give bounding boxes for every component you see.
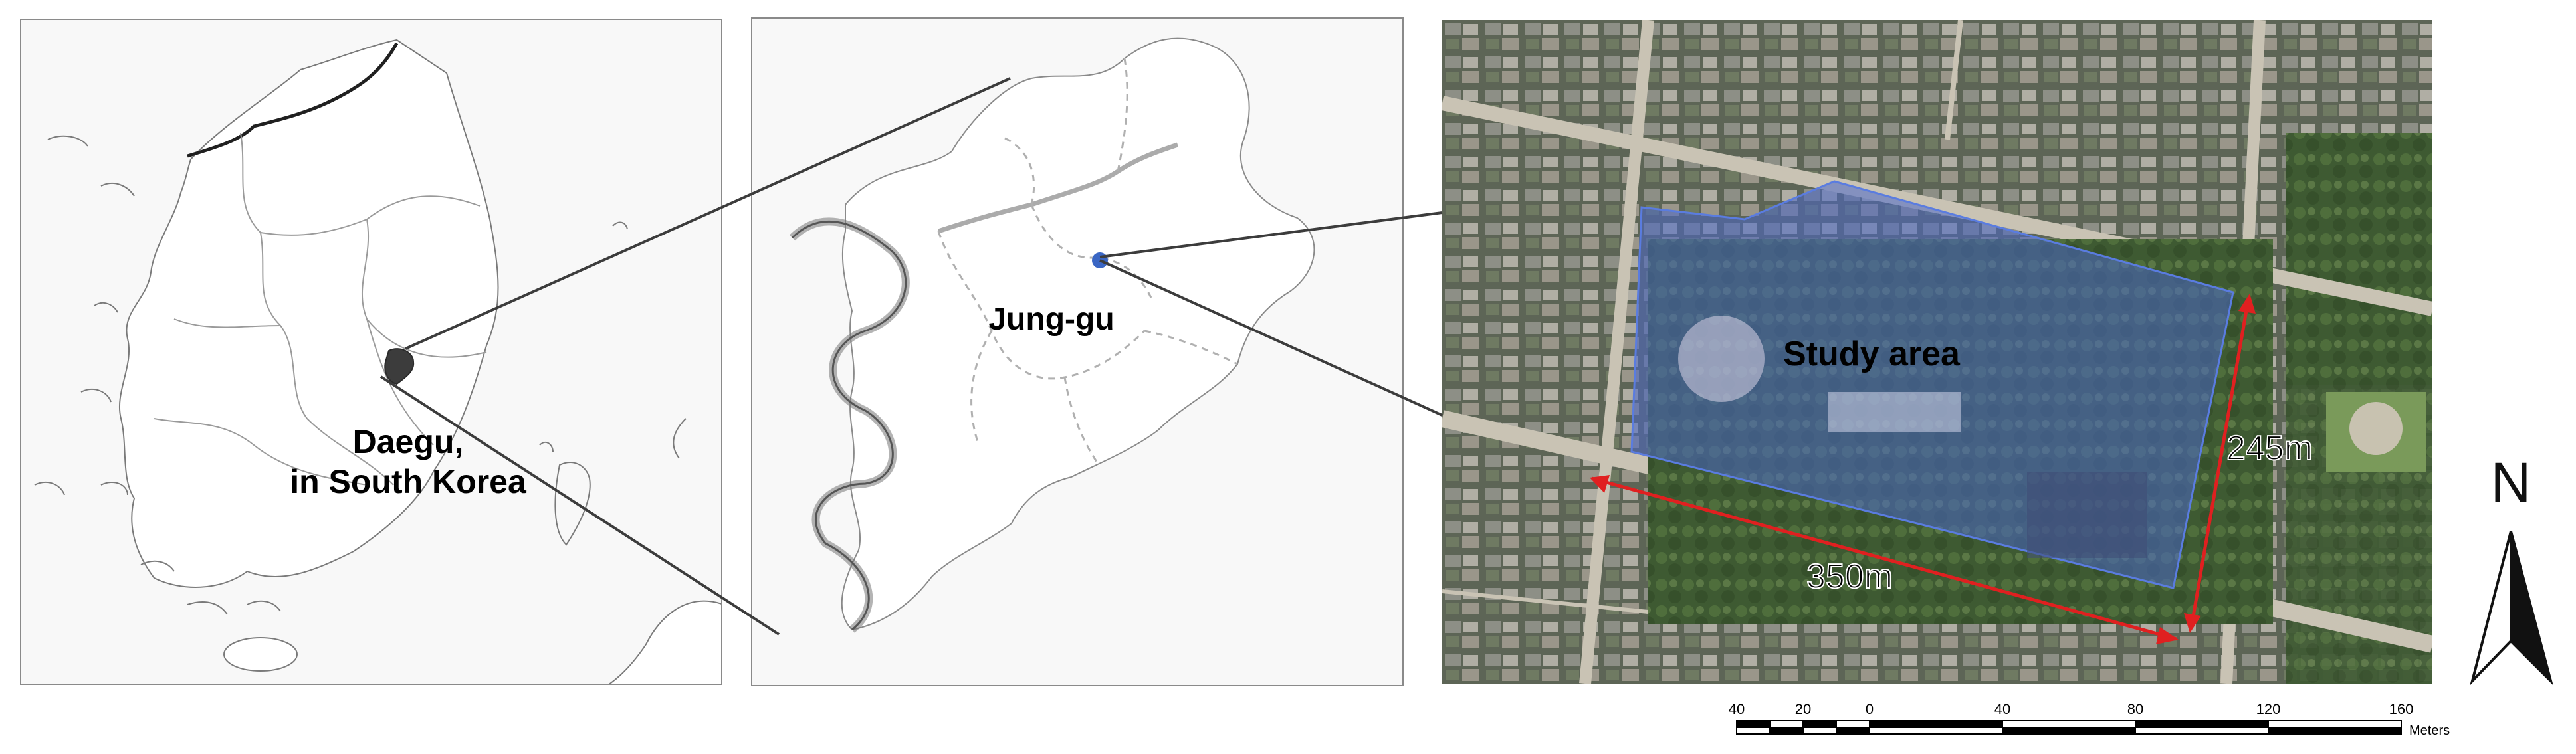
north-arrow-left-half	[2470, 531, 2512, 686]
scale-tick-label: 120	[2256, 701, 2281, 717]
scale-tick-label: 0	[1866, 701, 1874, 717]
korea-label-line2: in South Korea	[290, 463, 527, 500]
jeju-island	[223, 637, 298, 672]
japan-coastline	[609, 600, 721, 684]
north-arrow-label: N	[2491, 451, 2531, 514]
korea-label-line1: Daegu,	[353, 423, 464, 460]
daegu-district-panel: Jung-gu	[751, 17, 1404, 686]
width-dimension-arrow	[1590, 475, 2179, 644]
north-arrow-right-half	[2510, 531, 2553, 686]
scale-tick-label: 20	[1795, 701, 1811, 717]
korea-map-panel: Daegu, in South Korea	[20, 19, 722, 685]
korea-mainland-outline	[118, 39, 499, 588]
korea-map: Daegu, in South Korea	[34, 39, 721, 684]
study-area-zone	[1630, 180, 2273, 624]
scale-tick-label: 40	[1729, 701, 1745, 717]
satellite-image: Study area 350m 245m	[1442, 20, 2432, 684]
jung-gu-label: Jung-gu	[988, 302, 1114, 337]
scale-tick-label: 80	[2127, 701, 2143, 717]
study-area-label: Study area	[1783, 335, 1961, 373]
height-dimension-label: 245m	[2226, 429, 2313, 468]
dmz-border-line	[187, 42, 399, 158]
scale-tick-label: 40	[1994, 701, 2010, 717]
height-dimension-arrow	[2184, 294, 2256, 633]
jung-gu-marker	[1092, 252, 1108, 268]
scale-unit-label: Meters	[2409, 723, 2450, 738]
daegu-district-map: Jung-gu	[789, 37, 1315, 633]
satellite-panel: Study area 350m 245m	[1442, 20, 2432, 684]
scale-tick-label: 160	[2389, 701, 2414, 717]
scale-bar-segments	[1736, 720, 2402, 735]
width-dimension-label: 350m	[1806, 557, 1893, 596]
